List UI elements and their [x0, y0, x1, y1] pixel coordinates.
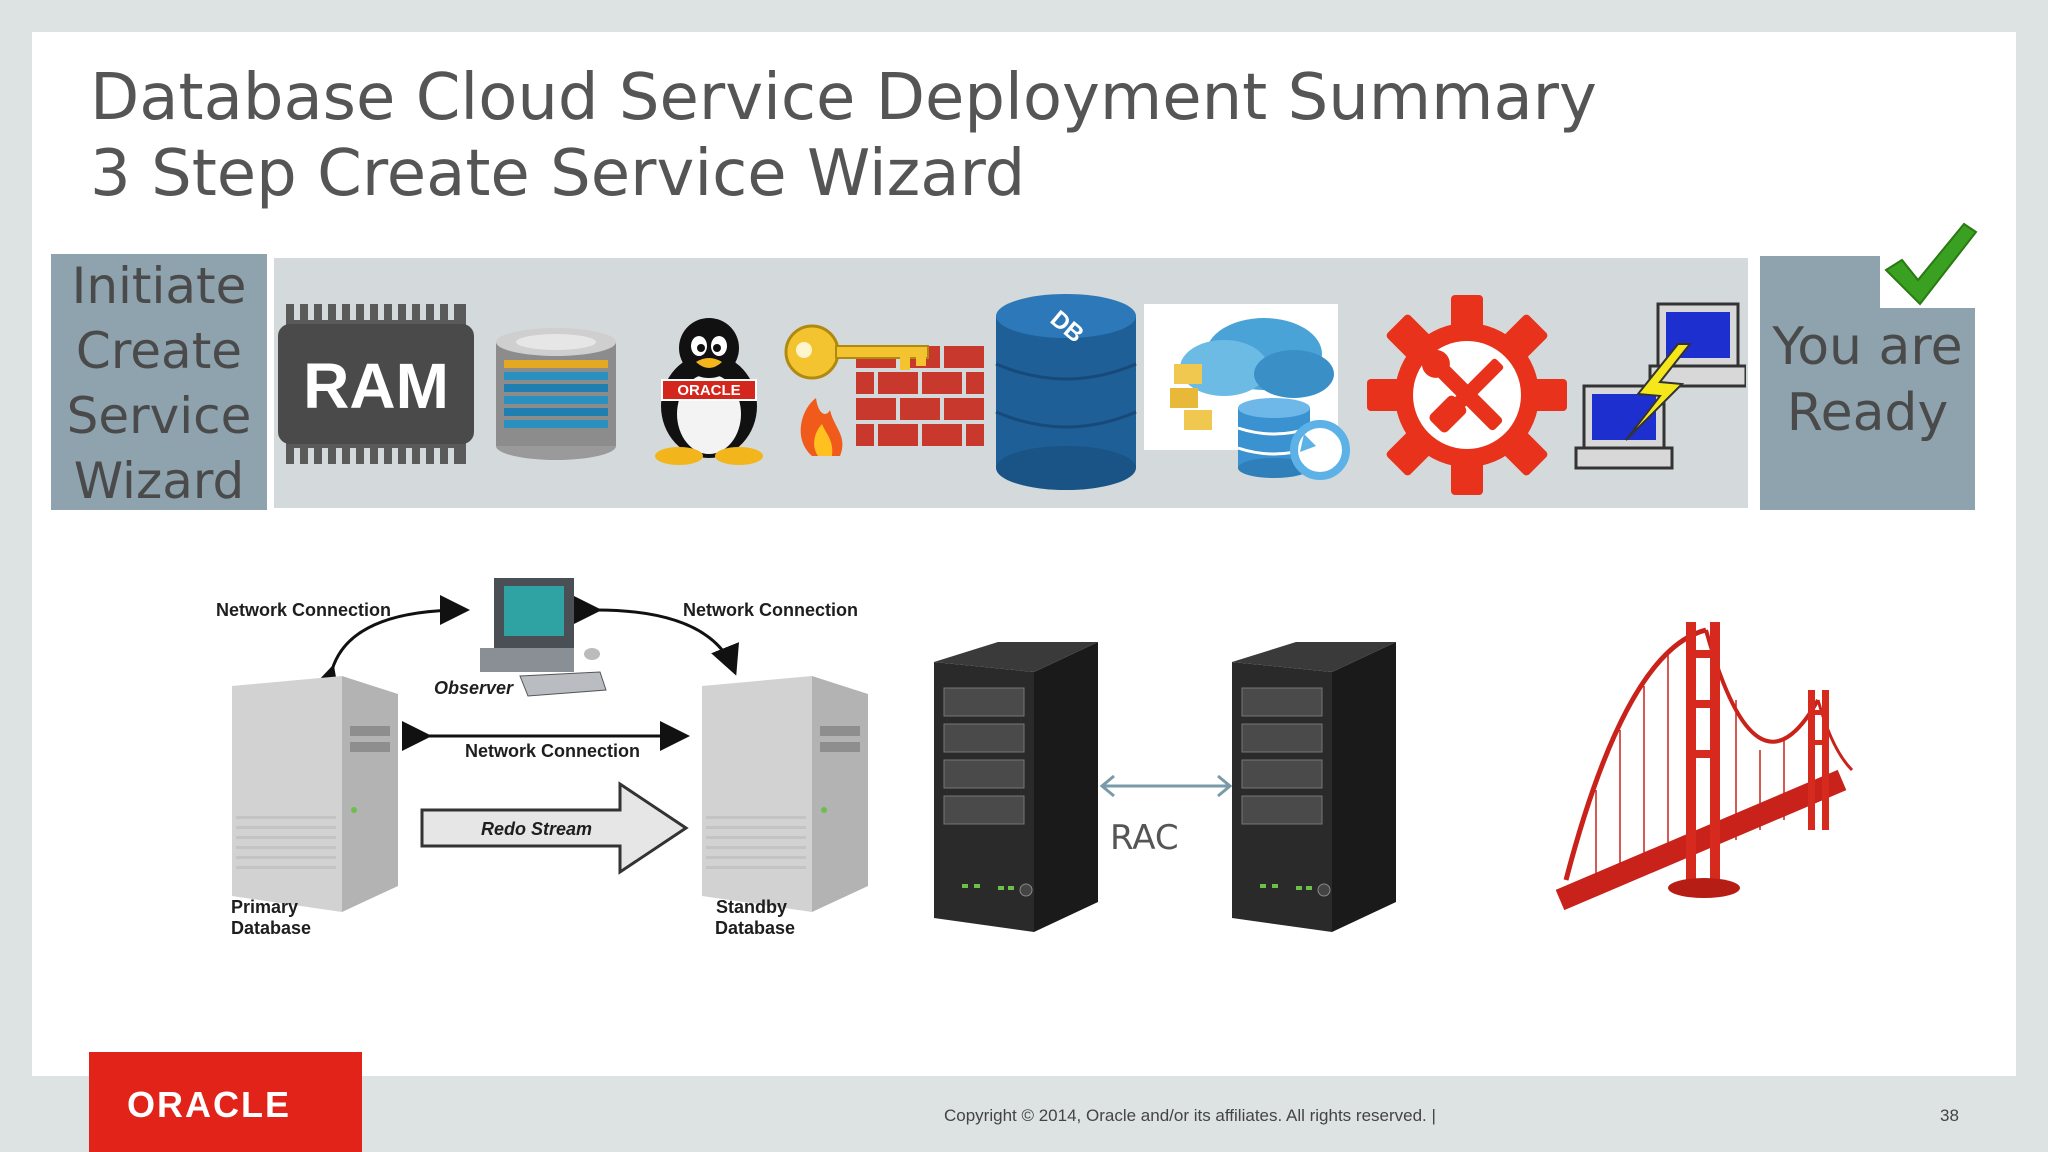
standby-label-2: Database [715, 918, 796, 938]
storage-disk-icon [496, 328, 616, 460]
ram-label: RAM [303, 350, 449, 422]
redo-stream-label: Redo Stream [481, 819, 593, 839]
standby-label-1: Standby [716, 897, 788, 917]
rac-link-arrow [1099, 774, 1233, 798]
standby-server-icon [702, 676, 868, 912]
primary-server-icon [232, 676, 398, 912]
ready-line: Ready [1786, 383, 1949, 443]
ready-line: You are [1772, 317, 1963, 377]
network-connection-left-label: Network Connection [216, 600, 392, 620]
oracle-logo-text: ORACLE [127, 1084, 291, 1125]
oracle-logo: ORACLE [89, 1052, 362, 1152]
oracle-linux-tux-icon: ORACLE [655, 318, 763, 465]
title-line-1: Database Cloud Service Deployment Summar… [90, 61, 1597, 135]
observer-label: Observer [434, 678, 514, 698]
dataguard-arrows [310, 594, 739, 875]
observer-computer-icon [480, 578, 607, 697]
rac-server-2-icon [1232, 642, 1396, 932]
network-connection-right-label: Network Connection [683, 600, 859, 620]
title-line-2: 3 Step Create Service Wizard [90, 137, 1026, 211]
ram-chip-icon: RAM [278, 304, 474, 464]
primary-label-1: Primary [231, 897, 299, 917]
network-computers-icon [1574, 302, 1746, 470]
key-firewall-icon [784, 324, 984, 456]
rac-label: RAC [1110, 818, 1179, 858]
database-cylinder-icon: DB [995, 294, 1137, 490]
initiate-line: Initiate [71, 257, 247, 315]
copyright-text: Copyright © 2014, Oracle and/or its affi… [944, 1106, 1436, 1125]
bridge-icon [1556, 622, 1854, 911]
cloud-backup-icon [1144, 304, 1350, 480]
initiate-line: Create [75, 322, 243, 380]
primary-label-2: Database [231, 918, 312, 938]
ready-text: You are Ready [1760, 314, 1975, 443]
checkmark-icon [1884, 222, 1978, 306]
tools-gear-icon [1367, 295, 1567, 495]
oracle-badge-text: ORACLE [677, 382, 740, 399]
initiate-line: Service [66, 387, 252, 445]
rac-server-1-icon [934, 642, 1098, 932]
initiate-line: Wizard [73, 452, 245, 510]
page-number: 38 [1940, 1106, 1959, 1125]
network-connection-middle-label: Network Connection [465, 741, 641, 761]
slide-title: Database Cloud Service Deployment Summar… [90, 60, 1597, 212]
initiate-wizard-box: Initiate Create Service Wizard [51, 254, 267, 510]
